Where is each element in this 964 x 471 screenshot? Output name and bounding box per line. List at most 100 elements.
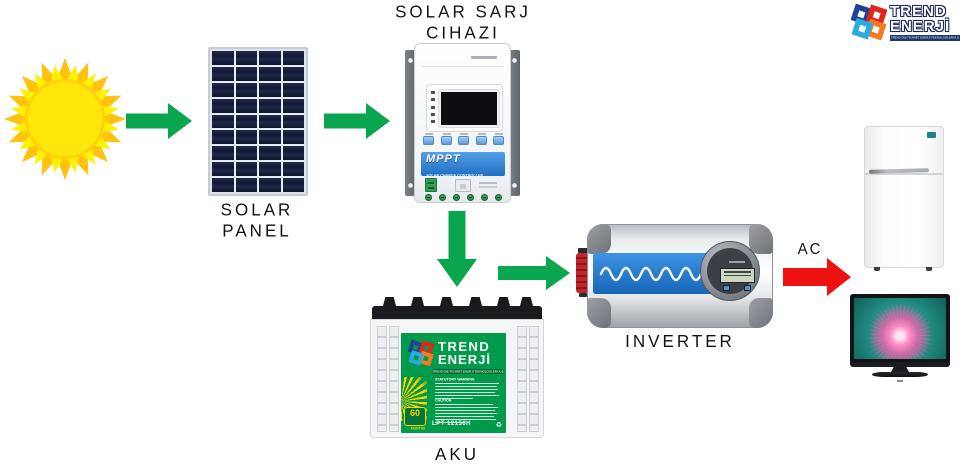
- inverter-corner-cap: [587, 298, 611, 328]
- fine-print-line: [435, 409, 495, 412]
- panel-cell: [259, 178, 281, 192]
- battery-brand-line1: TREND: [438, 339, 491, 354]
- panel-cell: [259, 66, 281, 81]
- fine-print-line: [435, 391, 495, 394]
- inverter-label: INVERTER: [625, 331, 735, 352]
- charge-controller-title-line2: CIHAZI: [426, 23, 500, 43]
- controller-mppt-band: MPPT SOLAR CHARGE CONTROLLER: [421, 152, 505, 178]
- battery-label: AKU: [435, 444, 479, 465]
- refrigerator-image: [864, 126, 944, 271]
- controller-bracket-left: [405, 50, 416, 196]
- battery-caution-title: CAUTION: [435, 399, 452, 403]
- flow-arrow-sun-to-panel-icon: [126, 103, 192, 139]
- panel-cell: [259, 114, 281, 129]
- brand-logo-tagline: TREND DIŞ TİCARET ENERJİ TEKNOLOJİLERİ A…: [890, 35, 960, 41]
- panel-cell: [235, 82, 257, 97]
- controller-rj45-port: [455, 179, 471, 192]
- fine-print-line: [435, 404, 493, 406]
- battery-warning-text: [435, 383, 499, 401]
- controller-terminal: [467, 194, 474, 201]
- battery-ribs: [389, 326, 399, 432]
- battery-ribs: [517, 326, 527, 432]
- panel-cell: [259, 146, 281, 161]
- charge-controller-image: MPPT SOLAR CHARGE CONTROLLER: [405, 43, 520, 203]
- lcd-indicator: [431, 91, 435, 94]
- battery-terminal-post: [383, 297, 396, 306]
- tv-screen: [854, 298, 946, 359]
- fine-print-line: [435, 394, 499, 397]
- panel-cell: [212, 51, 234, 65]
- recycle-icon: ♻: [495, 422, 502, 429]
- panel-cell: [212, 114, 234, 129]
- solar-panel-cells: [212, 51, 304, 192]
- panel-cell: [282, 98, 304, 113]
- battery-terminal-post: [440, 297, 453, 306]
- panel-cell: [235, 114, 257, 129]
- battery-terminal-post: [497, 297, 510, 306]
- refrigerator-body: [864, 126, 944, 268]
- battery-sticker-logo: TREND ENERJİ: [408, 340, 491, 366]
- panel-cell: [259, 130, 281, 145]
- controller-terminal: [453, 194, 460, 201]
- controller-terminal: [439, 194, 446, 201]
- tv-stand-neck: [891, 367, 909, 372]
- panel-cell: [282, 178, 304, 192]
- mppt-label: MPPT: [426, 153, 461, 165]
- panel-cell: [282, 114, 304, 129]
- controller-brand-mark: [471, 56, 497, 59]
- inverter-lcd-screen: [720, 268, 755, 283]
- ac-output-label: AC: [797, 240, 823, 259]
- inverter-display-module: [700, 241, 760, 301]
- solar-panel-image: [208, 47, 308, 196]
- lcd-indicator: [431, 120, 435, 123]
- controller-screen-module: [426, 84, 503, 132]
- tv-frame: [850, 294, 950, 382]
- ac-arrow-icon: [783, 258, 851, 296]
- tv-brand-mark: [897, 380, 903, 382]
- controller-groove: [421, 66, 504, 67]
- inverter-corner-cap: [749, 224, 773, 254]
- controller-button: [440, 133, 452, 145]
- trend-enerji-pinwheel-icon: [408, 340, 434, 366]
- fine-print-line: [435, 385, 497, 388]
- lcd-indicator: [431, 98, 435, 102]
- fine-print-line: [435, 421, 465, 424]
- refrigerator-foot: [874, 267, 880, 271]
- panel-cell: [235, 51, 257, 65]
- warranty-unit: MONTHS: [410, 427, 426, 431]
- controller-button: [475, 133, 487, 145]
- refrigerator-foot: [926, 267, 932, 271]
- panel-cell: [235, 98, 257, 113]
- brand-logo-line2: ENERJİ: [890, 18, 951, 35]
- tv-image: [850, 294, 950, 382]
- panel-cell: [212, 146, 234, 161]
- panel-cell: [235, 66, 257, 81]
- controller-bracket-right: [509, 50, 520, 196]
- battery-case: TREND ENERJİ TREND DIŞ TİCARET ENERJİ TE…: [370, 319, 544, 438]
- controller-body: MPPT SOLAR CHARGE CONTROLLER: [414, 43, 511, 203]
- controller-terminals-row: [425, 194, 502, 202]
- panel-cell: [212, 130, 234, 145]
- refrigerator-door-split: [865, 173, 943, 175]
- controller-terminal: [425, 194, 432, 201]
- inverter-display-brand-mark: [729, 261, 745, 263]
- flow-arrow-controller-to-battery-icon: [437, 211, 477, 287]
- fine-print-line: [435, 412, 497, 415]
- panel-cell: [212, 178, 234, 192]
- controller-button: [458, 133, 469, 145]
- inverter-corner-cap: [749, 298, 773, 328]
- controller-lcd-icons: [431, 91, 435, 123]
- battery-lid: [372, 306, 542, 320]
- battery-warranty-badge: 60 MONTHS: [404, 407, 426, 431]
- fine-print-line: [435, 418, 496, 421]
- charge-controller-title: SOLAR SARJ CIHAZI: [385, 2, 541, 44]
- solar-panel-label-line2: PANEL: [222, 221, 292, 241]
- flow-arrow-battery-to-inverter-icon: [498, 256, 570, 290]
- controller-button: [423, 133, 434, 145]
- battery-brand-tagline: TREND DIŞ TİCARET ENERJİ TEKNOLOJİLERİ A…: [433, 369, 503, 374]
- lcd-indicator: [431, 112, 435, 116]
- battery-terminal-post: [469, 297, 482, 306]
- controller-buttons-row: [423, 133, 504, 148]
- panel-cell: [259, 98, 281, 113]
